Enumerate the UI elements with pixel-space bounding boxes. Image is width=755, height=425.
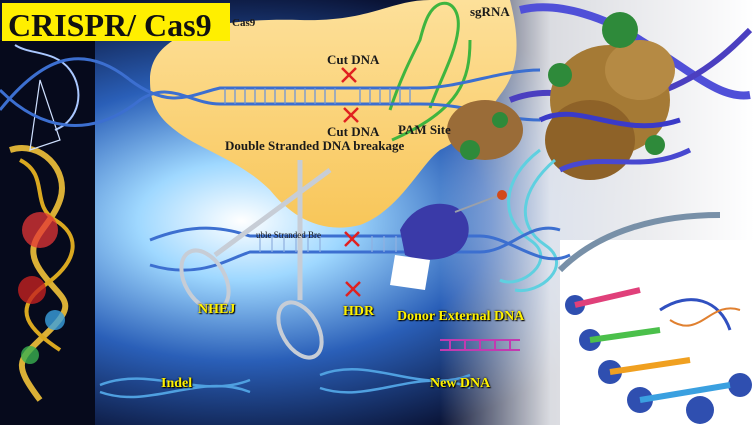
cut-dna-bottom-label: Cut DNA <box>327 124 380 139</box>
new-dna-label: New DNA <box>430 376 491 391</box>
cut-mark-bottom <box>343 107 359 123</box>
nhej-label: NHEJ <box>198 302 236 317</box>
right-protein-complex <box>508 3 753 180</box>
cut-dna-top-label: Cut DNA <box>327 52 380 67</box>
ds-breakage-label: Double Stranded DNA breakage <box>225 138 405 153</box>
left-protein-structure <box>9 44 80 402</box>
beaded-dna-helix <box>557 212 752 424</box>
bottom-right-dna <box>319 367 471 394</box>
sgrna-hairpin <box>388 1 472 142</box>
pam-site-label: PAM Site <box>398 122 451 137</box>
ds-break-small-label: uble Stranded Bre <box>256 230 321 240</box>
donor-label: Donor External DNA <box>397 309 525 324</box>
donor-dna-segment <box>440 339 520 351</box>
bottom-left-dna <box>99 377 251 399</box>
mid-protein <box>447 100 523 160</box>
cut-mark-top <box>341 67 357 83</box>
gloved-hand <box>390 190 507 290</box>
title-banner: CRISPR/ Cas9 <box>2 3 230 43</box>
sgrna-label: sgRNA <box>470 4 510 19</box>
cas9-blob <box>150 0 517 228</box>
middle-dna-helix <box>149 226 571 272</box>
cut-mark-middle <box>344 231 360 247</box>
cyan-spiral-dna <box>499 148 559 293</box>
cut-mark-hdr <box>345 281 361 297</box>
hdr-label: HDR <box>343 304 375 319</box>
scissors-icon <box>179 160 332 360</box>
page-title: CRISPR/ Cas9 <box>8 7 212 43</box>
top-dna-rungs <box>224 88 411 104</box>
cas9-label: Cas9 <box>232 17 256 29</box>
indel-label: Indel <box>161 376 193 391</box>
